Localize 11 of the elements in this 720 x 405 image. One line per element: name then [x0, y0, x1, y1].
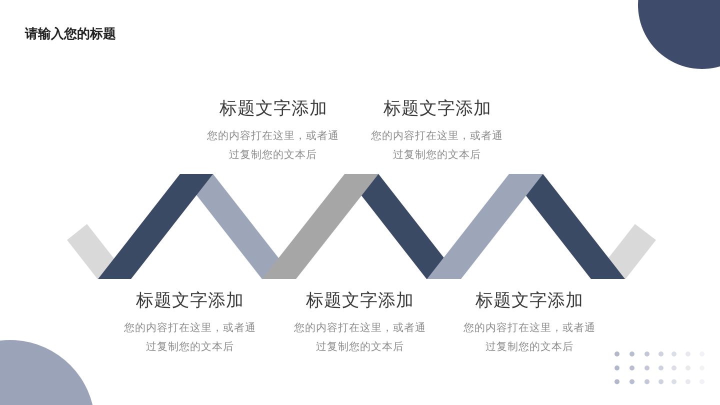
section-heading: 标题文字添加 [476, 290, 584, 312]
body-text: 您的内容打在这里，或者通过复制您的文本后 [293, 320, 428, 354]
section-heading: 标题文字添加 [306, 290, 414, 312]
body-text: 您的内容打在这里，或者通过复制您的文本后 [206, 128, 340, 162]
slide-title: 请输入您的标题 [25, 26, 116, 44]
body-text: 您的内容打在这里，或者通过复制您的文本后 [462, 320, 597, 354]
body-text: 您的内容打在这里，或者通过复制您的文本后 [370, 128, 504, 162]
section-heading: 标题文字添加 [136, 290, 244, 312]
section-heading: 标题文字添加 [220, 98, 328, 120]
section-heading: 标题文字添加 [384, 98, 492, 120]
body-text: 您的内容打在这里，或者通过复制您的文本后 [123, 320, 258, 354]
